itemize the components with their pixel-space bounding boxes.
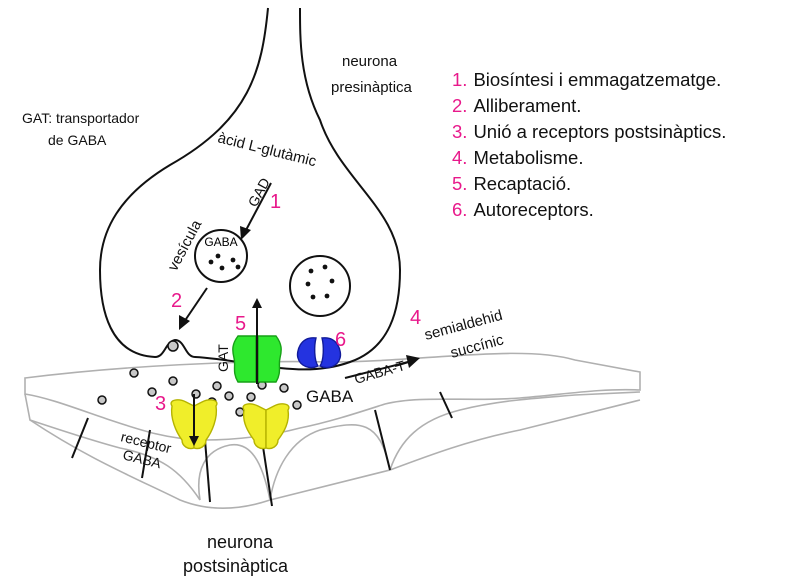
- legend-item: 3. Unió a receptors postsinàptics.: [452, 121, 726, 142]
- step-marker-3: 3: [155, 393, 166, 415]
- legend: 1. Biosíntesi i emmagatzematge. 2. Alliber…: [452, 69, 726, 220]
- gat-transporter: [233, 298, 281, 384]
- step-marker-6: 6: [335, 329, 346, 351]
- legend-item: 1. Biosíntesi i emmagatzematge.: [452, 69, 721, 90]
- postsynaptic-label-1: neurona: [207, 532, 274, 552]
- postsynaptic-label-2: postsinàptica: [183, 556, 289, 576]
- legend-item: 4. Metabolisme.: [452, 147, 583, 168]
- legend-text: Autoreceptors.: [473, 199, 593, 220]
- vesicle: [290, 256, 350, 316]
- step-marker-4: 4: [410, 307, 421, 329]
- release-arrow: [179, 288, 207, 330]
- legend-text: Metabolisme.: [473, 147, 583, 168]
- glutamic-acid-label: àcid L-glutàmic: [216, 129, 318, 170]
- legend-item: 5. Recaptació.: [452, 173, 571, 194]
- gat-label: GAT: [215, 344, 231, 372]
- legend-number: 5.: [452, 173, 467, 194]
- gaba-cleft-label: GABA: [306, 387, 354, 406]
- gat-note-line-1: GAT: transportador: [22, 110, 140, 126]
- step-marker-2: 2: [171, 290, 182, 312]
- legend-number: 6.: [452, 199, 467, 220]
- legend-text: Alliberament.: [473, 95, 581, 116]
- legend-number: 1.: [452, 69, 467, 90]
- postsynaptic-neuron: [25, 353, 640, 508]
- presynaptic-label-1: neurona: [342, 53, 398, 70]
- legend-text: Biosíntesi i emmagatzematge.: [473, 69, 721, 90]
- presynaptic-label-2: presinàptica: [331, 79, 413, 96]
- legend-text: Unió a receptors postsinàptics.: [473, 121, 726, 142]
- fusing-vesicle: [168, 341, 178, 351]
- legend-number: 3.: [452, 121, 467, 142]
- step-marker-5: 5: [235, 313, 246, 335]
- step-marker-1: 1: [270, 191, 281, 213]
- legend-item: 2. Alliberament.: [452, 95, 581, 116]
- vesicle-with-gaba: GABA: [195, 230, 247, 282]
- legend-text: Recaptació.: [473, 173, 571, 194]
- vesicle-gaba-label: GABA: [204, 235, 237, 249]
- legend-number: 4.: [452, 147, 467, 168]
- legend-item: 6. Autoreceptors.: [452, 199, 594, 220]
- legend-number: 2.: [452, 95, 467, 116]
- gat-note-line-2: de GABA: [48, 132, 107, 148]
- gad-enzyme-label: GAD: [245, 175, 273, 209]
- gaba-receptor-2: [243, 404, 289, 449]
